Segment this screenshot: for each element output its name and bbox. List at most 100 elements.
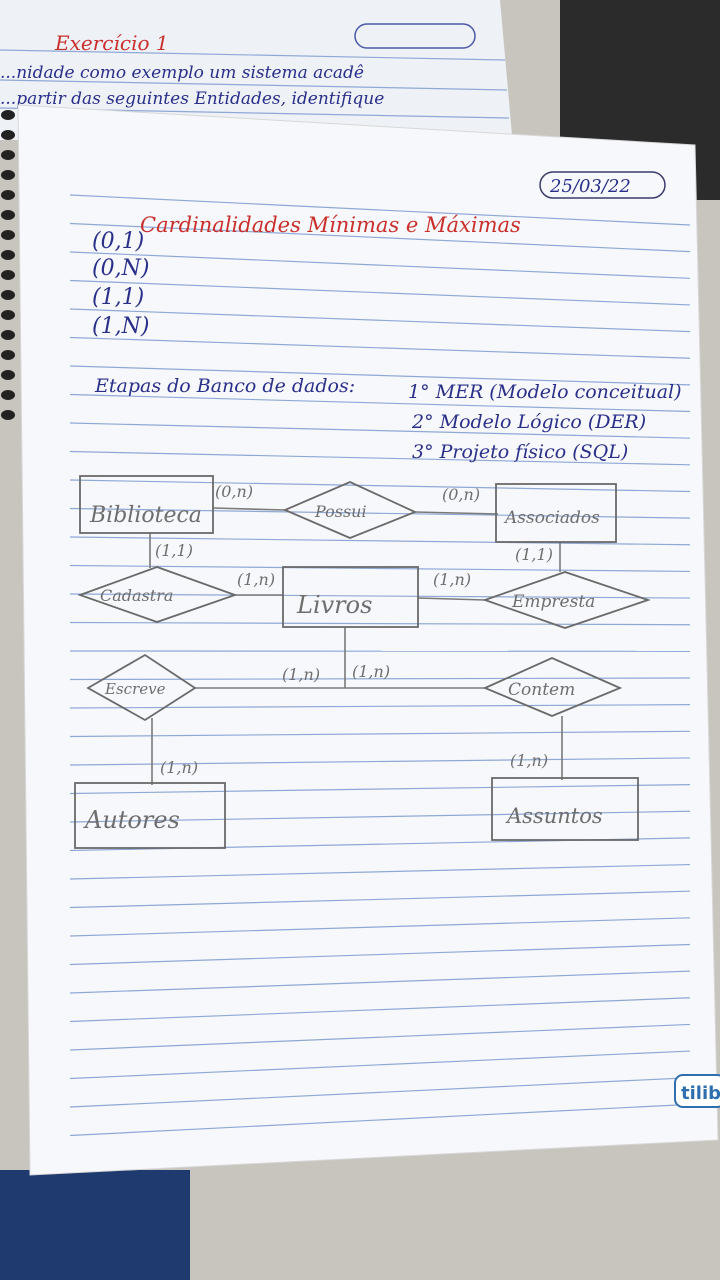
relationship-diamond-cadastra (77, 566, 238, 623)
entity-assuntos: Assuntos (505, 804, 603, 828)
step-2: 2° Modelo Lógico (DER) (411, 411, 646, 433)
card-livros-contem: (1,n) (352, 662, 390, 681)
relationship-possui: Possui (314, 502, 367, 521)
spiral-hole (1, 150, 15, 160)
ruled-line (69, 279, 691, 306)
spiral-hole (1, 290, 15, 300)
ruled-line (69, 1077, 691, 1108)
bg-title: Exercício 1 (54, 31, 169, 55)
spiral-hole (1, 330, 15, 340)
entity-box-associados (495, 483, 617, 543)
relationship-diamond-contem (482, 657, 623, 717)
spiral-hole (1, 270, 15, 280)
spiral-hole (1, 190, 15, 200)
ruled-line (69, 810, 691, 823)
entity-autores: Autores (83, 806, 180, 834)
ruled-line (69, 536, 691, 546)
entity-box-biblioteca (79, 475, 214, 534)
spiral-hole (1, 210, 15, 220)
entity-box-autores (74, 782, 226, 849)
ruled-line (69, 783, 691, 795)
ruled-line (69, 863, 691, 880)
connector (212, 507, 286, 511)
ruled-line (69, 308, 691, 333)
cardinality-item-1: (0,N) (92, 256, 149, 281)
ruled-line (69, 917, 691, 937)
cardinality-item-2: (1,1) (92, 285, 144, 310)
entity-livros: Livros (296, 591, 372, 619)
spiral-hole (1, 390, 15, 400)
ruled-line (69, 890, 691, 909)
ruled-line (69, 970, 691, 994)
entity-box-assuntos (491, 777, 639, 841)
ruled-line (69, 704, 691, 709)
spiral-hole (1, 410, 15, 420)
ruled-line (69, 336, 691, 359)
relationship-cadastra: Cadastra (100, 586, 173, 605)
ruled-line (69, 393, 691, 413)
ruled-line (69, 450, 691, 466)
date: 25/03/22 (549, 176, 631, 197)
spiral-hole (1, 350, 15, 360)
card-biblioteca-possui: (0,n) (215, 482, 253, 501)
ruled-line (69, 730, 691, 738)
spiral-hole (1, 250, 15, 260)
card-escreve-autores: (1,n) (160, 758, 198, 777)
ruled-line (69, 564, 691, 573)
entity-associados: Associados (503, 508, 600, 528)
brand-label: tilib (681, 1083, 720, 1104)
ruled-line (69, 1050, 691, 1080)
step-3: 3° Projeto físico (SQL) (412, 441, 628, 463)
spiral-hole (1, 170, 15, 180)
card-livros-escreve: (1,n) (282, 665, 320, 684)
relationship-contem: Contem (508, 680, 575, 700)
ruled-line (69, 194, 691, 226)
relationship-diamond-empresta (482, 571, 651, 629)
card-contem-assuntos: (1,n) (510, 751, 548, 770)
spiral-hole (1, 230, 15, 240)
ruled-line (69, 593, 691, 599)
step-1: 1° MER (Modelo conceitual) (408, 381, 682, 403)
spiral-binding (1, 110, 15, 420)
card-livros-empresta: (1,n) (433, 570, 471, 589)
background-sheet: Exercício 1 ...nidade como exemplo um si… (0, 0, 512, 140)
connector (414, 511, 499, 515)
ruled-line (69, 251, 691, 279)
ruled-line (69, 943, 691, 966)
card-biblioteca-cadastra: (1,1) (155, 541, 193, 560)
blue-object (0, 1170, 190, 1280)
card-associados-empresta: (1,1) (515, 545, 553, 564)
relationship-empresta: Empresta (511, 592, 595, 612)
ruled-line (69, 621, 691, 626)
ruled-line (69, 365, 691, 386)
steps-label: Etapas do Banco de dados: (94, 375, 355, 397)
connector (417, 597, 486, 601)
spiral-hole (1, 110, 15, 120)
cardinality-item-0: (0,1) (92, 229, 144, 254)
ruled-line (69, 1023, 691, 1051)
bg-line-1: ...nidade como exemplo um sistema acadê (0, 63, 364, 83)
card-cadastra-livros: (1,n) (237, 570, 275, 589)
ruled-line (69, 222, 691, 253)
bg-line-2: ...partir das seguintes Entidades, ident… (0, 89, 384, 109)
entity-box-livros (282, 566, 419, 628)
relationship-diamond-possui (282, 481, 418, 539)
ruled-line (69, 479, 691, 493)
card-possui-associados: (0,n) (442, 485, 480, 504)
notebook-page: 25/03/22 Cardinalidades Mínimas e Máxima… (1, 104, 720, 1176)
spiral-hole (1, 130, 15, 140)
cardinality-item-3: (1,N) (92, 314, 149, 339)
brand-tag (674, 1074, 720, 1108)
ruled-line (69, 997, 691, 1023)
bg-date-box (354, 23, 476, 49)
date-box (539, 171, 666, 199)
entity-biblioteca: Biblioteca (89, 503, 202, 528)
ruled-line (69, 422, 691, 439)
ruled-line (69, 757, 691, 766)
cardinality-heading: Cardinalidades Mínimas e Máximas (140, 213, 521, 237)
spiral-hole (1, 310, 15, 320)
relationship-escreve: Escreve (104, 680, 166, 698)
spiral-hole (1, 370, 15, 380)
ruled-line (69, 677, 691, 681)
